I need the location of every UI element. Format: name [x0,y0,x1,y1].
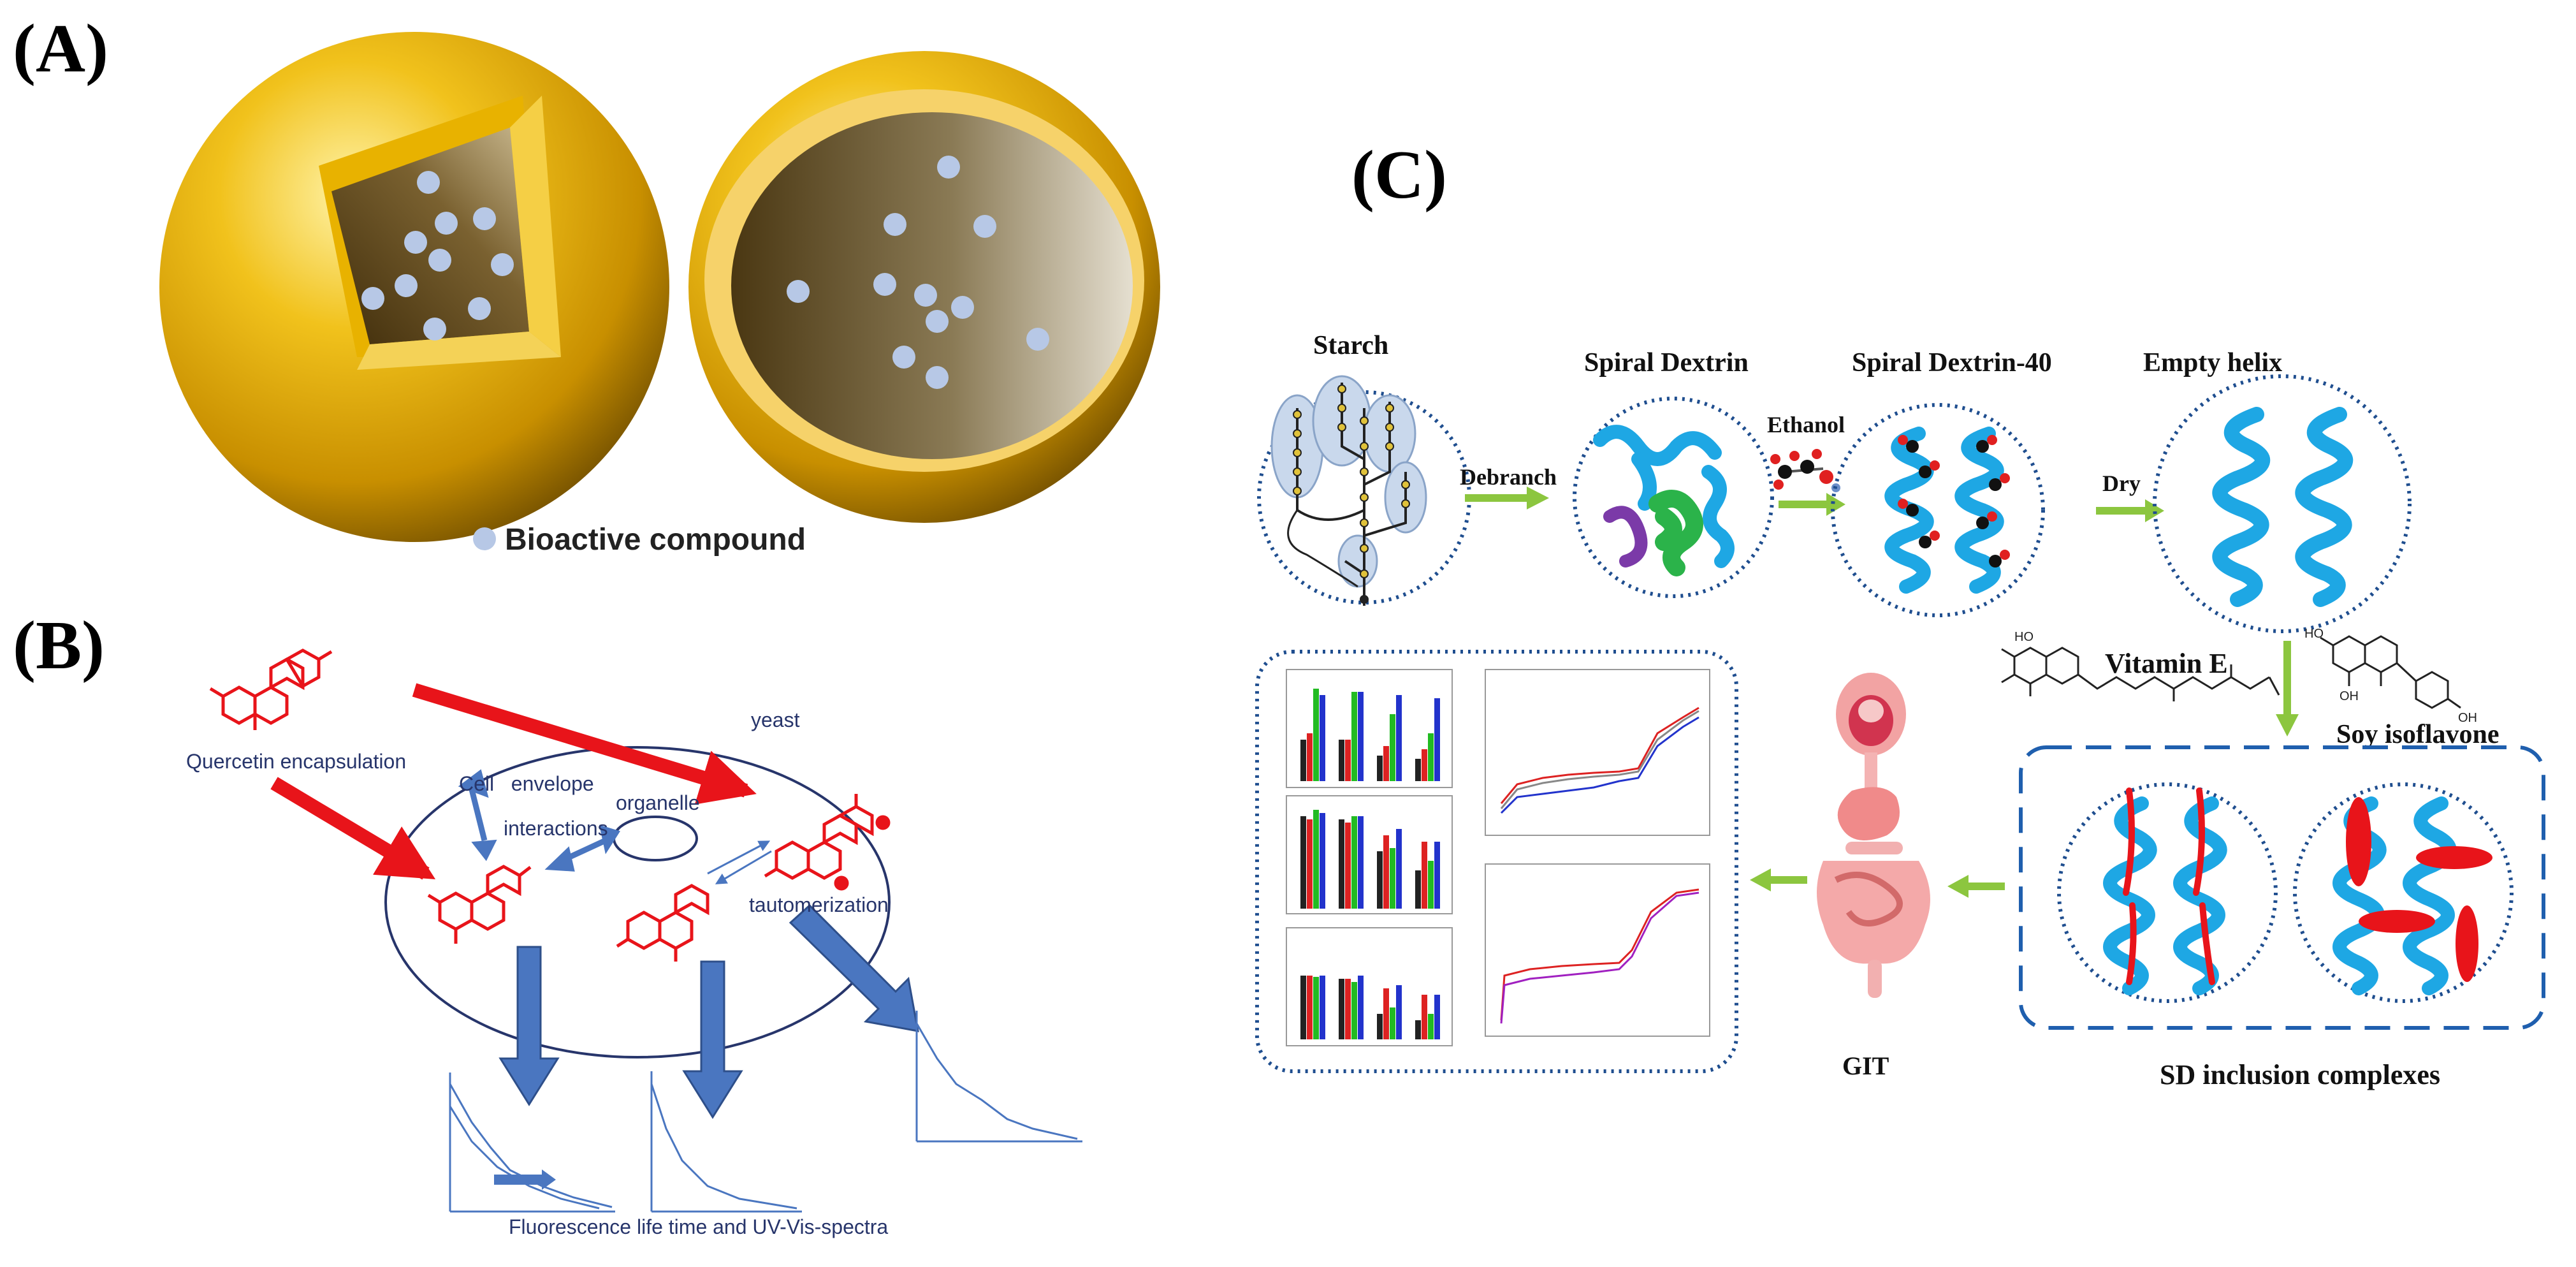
vitamin-e-structure [2001,647,2280,701]
vitamin-e-ho: HO [2014,630,2034,644]
isoflavone-guests [2346,797,2492,982]
debranch-label: Debranch [1460,464,1557,490]
starch-branches [1270,375,1427,606]
cell-envelope-label: Cell envelope [459,772,594,795]
tautomer-arrow-2 [715,850,772,884]
block-arrow-2 [682,960,743,1119]
empty-helices [2212,407,2354,607]
tautomerization-label: tautomerization [749,893,889,916]
panel-b-label: (B) [13,608,105,684]
inclusion-circle-2 [2293,782,2514,1003]
empty-helix-label: Empty helix [2143,348,2282,377]
quercetin-molecule-1 [209,648,333,730]
inclusion-helices [2103,796,2457,995]
soy-isoflavone-oh-1: OH [2340,689,2359,703]
envelope-double-arrow [458,769,497,861]
inclusion-circle-1 [2057,782,2278,1003]
quercetin-encapsulation-label: Quercetin encapsulation [186,750,406,773]
results-line-chart-1 [1485,669,1710,836]
fluorescence-label: Fluorescence life time and UV-Vis-spectr… [509,1215,888,1238]
block-arrow-3 [789,904,919,1032]
quercetin-molecule-3 [616,884,709,962]
soy-isoflavone-ho: HO [2304,627,2324,641]
yeast-cell [384,746,891,1058]
results-line-chart-2 [1485,863,1710,1037]
git-to-results-arrow [1750,868,1807,891]
cavity-dots [787,156,1049,389]
spiral-dextrin-circle [1573,397,1774,598]
quercetin-molecule-2 [427,865,532,944]
red-arrow-2 [412,683,757,805]
starch-glucose-dots [1293,384,1410,604]
quercetin-molecule-4 [764,794,891,891]
organelle-label: organelle [616,791,700,814]
panel-c-label: (C) [1351,137,1447,213]
interactions-label: interactions [504,817,608,840]
dry-arrow [2096,499,2164,522]
decay-plot-1-arrow [494,1169,556,1190]
vitamin-e-guests [2123,787,2215,985]
down-arrow [2276,641,2299,736]
spiral-dextrin-40-circle [1831,403,2045,617]
results-bar-chart-3 [1286,927,1453,1046]
block-arrow-1 [498,946,560,1106]
bioactive-compound-legend: Bioactive compound [505,523,806,557]
results-box [1255,650,1738,1073]
results-bar-chart-2 [1286,795,1453,914]
spiral-dextrin-chains [1593,425,1735,576]
spiral-dextrin-label: Spiral Dextrin [1584,348,1749,377]
sd-inclusion-label: SD inclusion complexes [2160,1059,2440,1090]
vitamin-e-label: Vitamin E [2105,648,2228,679]
decay-plot-3 [915,1011,1082,1143]
git-label: GIT [1842,1051,1889,1080]
tautomer-arrow-1 [707,840,771,875]
starch-label: Starch [1313,331,1388,360]
core-dots [361,171,514,341]
ethanol-molecule [1770,449,1840,492]
soy-isoflavone-label: Soy isoflavone [2336,720,2500,749]
spiral-dextrin-40-label: Spiral Dextrin-40 [1852,348,2052,377]
soy-isoflavone-oh-2: OH [2458,711,2477,725]
panel-a-label: (A) [13,11,108,87]
box-to-git-arrow [1947,875,2005,898]
ethanol-label: Ethanol [1767,412,1845,437]
git-organs [1817,673,1930,998]
organelle-double-arrow [544,824,620,872]
debranch-arrow [1465,487,1549,509]
organelle [613,816,698,861]
ethanol-in-helix [1898,435,2010,568]
red-arrow-1 [270,777,436,880]
dry-label: Dry [2102,471,2141,496]
yeast-label: yeast [751,708,800,731]
legend-dot [473,527,496,550]
sd-inclusion-box [2019,745,2545,1030]
decay-plot-2 [650,1071,802,1213]
empty-helix-circle [2153,374,2412,633]
results-bar-chart-1 [1286,669,1453,788]
soy-isoflavone-structure [2320,635,2461,709]
